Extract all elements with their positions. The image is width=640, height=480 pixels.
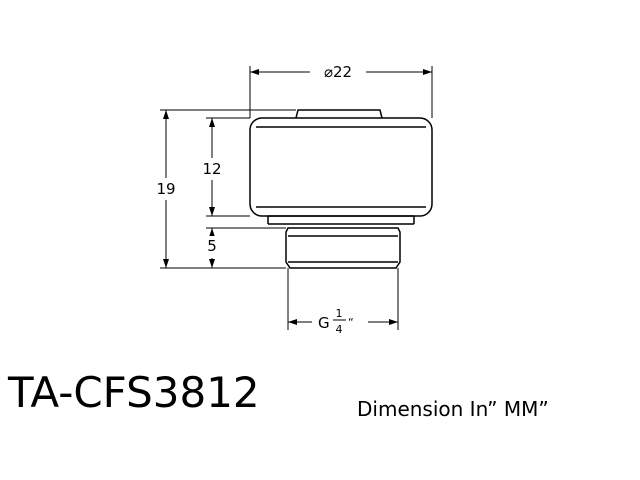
dimension-lines [160,66,433,330]
main-body [249,117,433,217]
top-cap [295,109,383,119]
total-height-arrow-top [163,110,169,119]
total-height-label: 19 [156,180,175,198]
total-height-arrow-bottom [163,259,169,268]
body-height-label: 12 [202,160,221,178]
thread-denominator: 4 [336,323,343,336]
thread-numerator: 1 [336,307,343,320]
body-height-arrow-top [209,118,215,127]
model-number: TA-CFS3812 [8,368,260,417]
thread-width-arrow-left [288,319,297,325]
body-height-arrow-bottom [209,207,215,216]
thread-size-label: G 1 4 “ [318,307,354,336]
thread-section [285,227,401,269]
diameter-label: ⌀22 [324,63,352,81]
diameter-arrow-right [423,69,432,75]
thread-height-label: 5 [207,237,217,255]
thread-height-arrow-top [209,228,215,237]
thread-width-arrow-right [389,319,398,325]
diameter-arrow-left [250,69,259,75]
fitting-part [249,109,433,269]
unit-note: Dimension In” MM” [357,397,549,421]
thread-prefix: G [318,314,330,332]
thread-suffix: “ [348,316,354,329]
thread-height-arrow-bottom [209,259,215,268]
arrowheads [163,69,432,325]
